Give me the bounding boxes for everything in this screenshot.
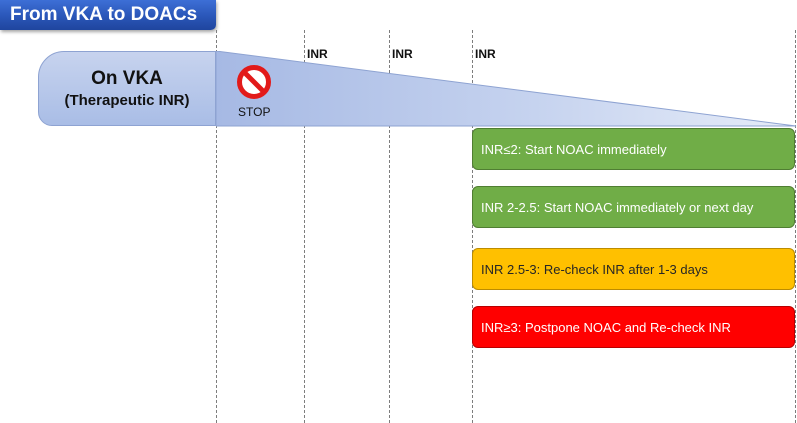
- on-vka-subheading: (Therapeutic INR): [64, 91, 190, 109]
- rule-inr-2-5-3: INR 2.5-3: Re-check INR after 1-3 days: [472, 248, 795, 290]
- rule-inr-2-2-5: INR 2-2.5: Start NOAC immediately or nex…: [472, 186, 795, 228]
- inr-check-label-3: INR: [475, 47, 496, 61]
- rule-inr-ge-3: INR≥3: Postpone NOAC and Re-check INR: [472, 306, 795, 348]
- on-vka-heading: On VKA: [91, 67, 163, 89]
- timeline-divider-vka-end: [216, 30, 217, 423]
- inr-check-label-1: INR: [307, 47, 328, 61]
- vka-taper-wedge: [216, 51, 797, 127]
- no-entry-sign-icon: [237, 65, 271, 99]
- on-vka-box: On VKA (Therapeutic INR): [38, 51, 216, 126]
- stop-label: STOP: [238, 105, 271, 119]
- timeline-divider-end: [795, 30, 796, 423]
- timeline-divider-inr-2: [389, 30, 390, 423]
- timeline-divider-inr-1: [304, 30, 305, 423]
- diagram-title: From VKA to DOACs: [0, 0, 216, 30]
- inr-check-label-2: INR: [392, 47, 413, 61]
- timeline-divider-inr-3: [472, 30, 473, 423]
- rule-inr-le-2: INR≤2: Start NOAC immediately: [472, 128, 795, 170]
